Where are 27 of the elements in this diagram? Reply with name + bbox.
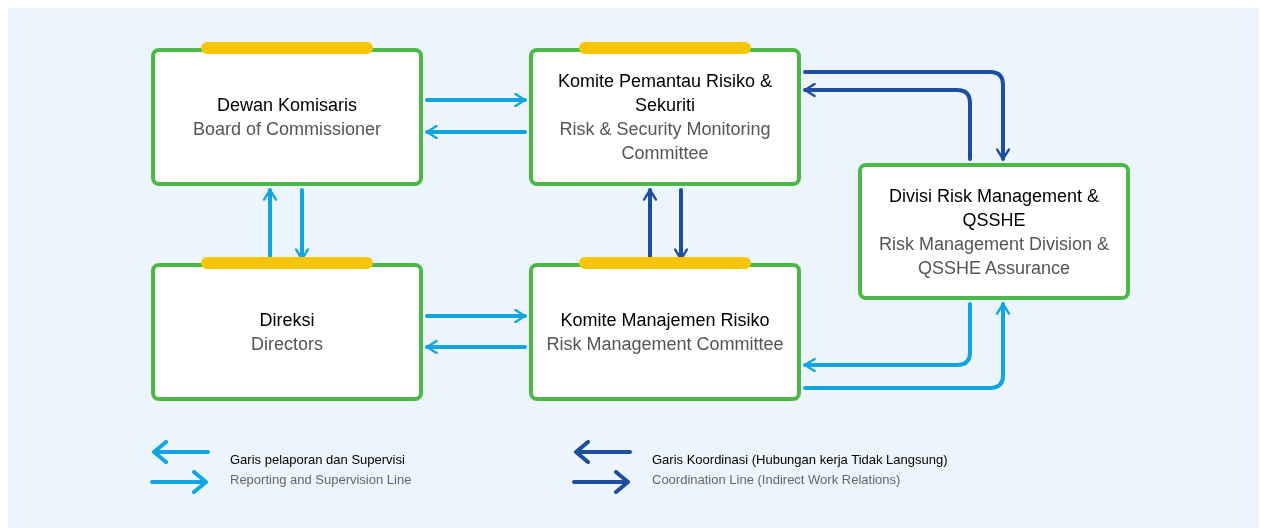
box-title: Direksi <box>259 309 315 332</box>
arrow <box>425 124 527 140</box>
arrow <box>425 308 527 324</box>
box-title: Komite Pemantau Risiko & Sekuriti <box>556 70 774 117</box>
process-box <box>151 48 423 186</box>
arrow <box>803 302 972 373</box>
box-title: Divisi Risk Management & QSSHE <box>887 184 1101 232</box>
arrow <box>425 92 527 108</box>
legend-label: Garis Koordinasi (Hubungan kerja Tidak Langsung) <box>652 451 948 469</box>
box-subtitle: Risk Management Committee <box>546 333 784 356</box>
box-subtitle: Board of Commissioner <box>192 118 382 141</box>
box-title: Dewan Komisaris <box>216 94 357 117</box>
box-subtitle: Directors <box>251 333 323 356</box>
arrow <box>803 82 972 161</box>
process-box <box>858 163 1130 300</box>
arrow <box>803 70 1011 161</box>
legend-label: Coordination Line (Indirect Work Relations) <box>652 471 901 489</box>
arrow <box>425 339 527 355</box>
legend-label: Reporting and Supervision Line <box>230 471 412 489</box>
box-subtitle: Risk & Security Monitoring Committee <box>558 118 772 165</box>
box-title: Komite Manajemen Risiko <box>560 309 770 332</box>
process-box <box>151 263 423 401</box>
process-box <box>529 263 801 401</box>
process-box <box>529 48 801 186</box>
legend-label: Garis pelaporan dan Supervisi <box>230 451 405 469</box>
box-subtitle: Risk Management Division & QSSHE Assurance <box>877 232 1111 280</box>
arrow <box>803 302 1011 390</box>
